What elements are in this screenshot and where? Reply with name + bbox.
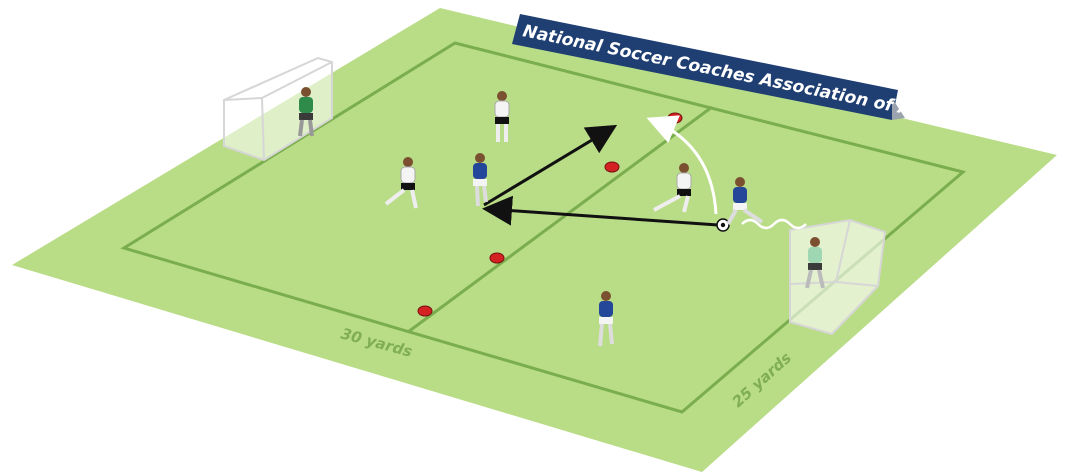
halfway-line	[407, 105, 713, 334]
ball	[716, 218, 730, 232]
pass-arrow	[482, 195, 719, 227]
blue-player-with-ball	[726, 177, 764, 225]
curved-pass-arrow	[646, 115, 718, 215]
run-arrow	[483, 124, 618, 207]
cone	[604, 161, 620, 173]
keeper-right	[805, 237, 825, 289]
blue-player-bottom	[598, 291, 614, 347]
white-player-right	[653, 163, 692, 213]
dribble-path	[741, 218, 807, 230]
cone	[489, 252, 505, 264]
goal-left	[223, 56, 333, 162]
keeper-left	[298, 87, 314, 137]
cone	[667, 112, 683, 124]
field-boundary-lines	[120, 41, 967, 414]
white-player-top	[494, 91, 510, 142]
white-player-left	[384, 157, 418, 209]
blue-player-center	[473, 153, 488, 207]
cone	[417, 305, 433, 317]
